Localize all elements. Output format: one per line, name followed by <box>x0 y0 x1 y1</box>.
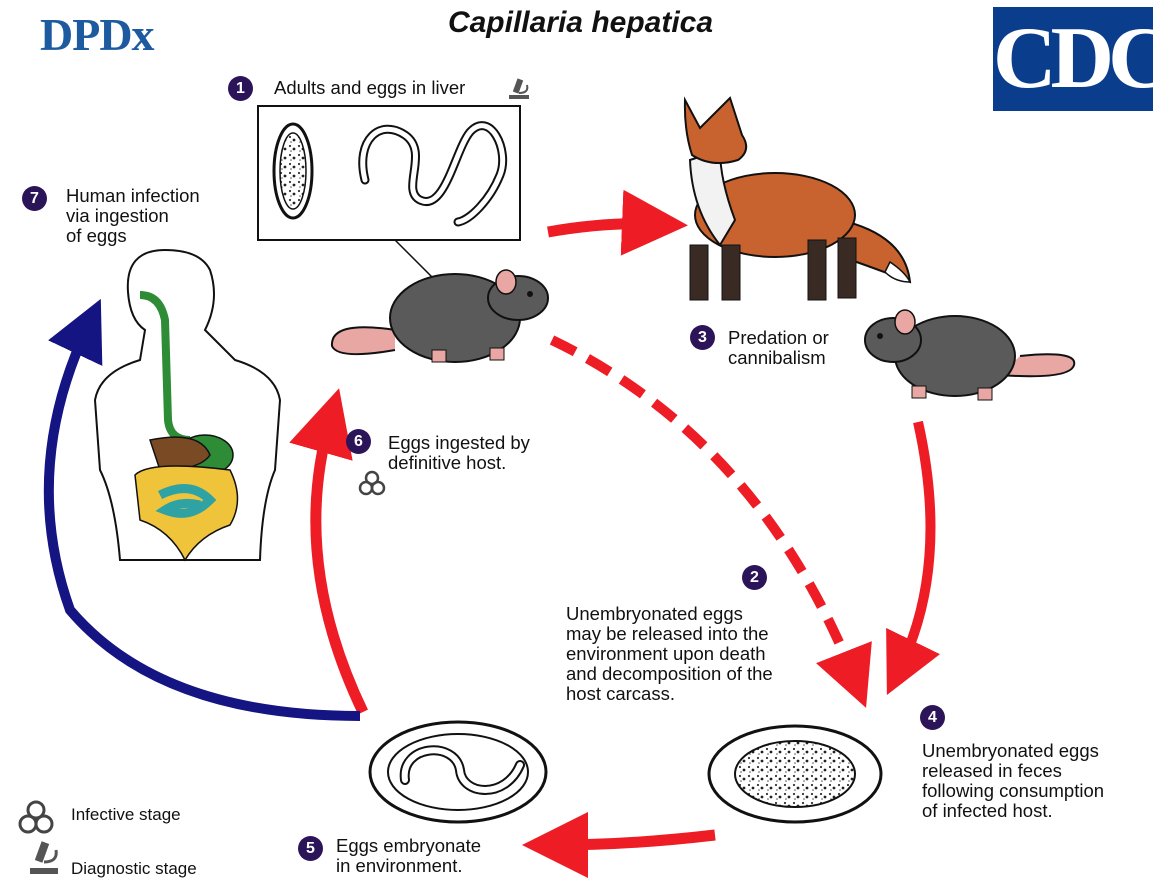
stage-4-label: Unembryonated eggs released in feces fol… <box>922 741 1104 821</box>
stage-7-badge: 7 <box>22 186 47 211</box>
arrow-eggs-to-rat <box>316 420 363 712</box>
stage-1-badge: 1 <box>228 76 253 101</box>
diagram-title: Capillaria hepatica <box>0 6 1161 40</box>
stage-3-label: Predation or cannibalism <box>728 328 829 368</box>
arrow-predation-to-feces <box>900 422 930 668</box>
stage-5-badge: 5 <box>298 836 323 861</box>
stage-6-badge: 6 <box>346 429 371 454</box>
biohazard-icon <box>20 802 52 832</box>
stage-4-badge: 4 <box>920 705 945 730</box>
rat-predation <box>865 310 1074 400</box>
stage-5-label: Eggs embryonate in environment. <box>336 836 481 876</box>
human-host <box>95 250 280 560</box>
legend-infective-label: Infective stage <box>71 805 181 825</box>
arrow-feces-to-embryonation <box>555 835 715 845</box>
embryonated-egg <box>370 722 546 822</box>
stage-6-label: Eggs ingested by definitive host. <box>388 433 530 473</box>
diagnostic-stage-icon <box>509 78 529 99</box>
cdc-logo: CDC <box>993 7 1153 111</box>
adult-worm-and-egg-panel <box>258 106 520 300</box>
infective-stage-icon <box>360 472 384 494</box>
arrow-rat-to-fox <box>548 224 655 232</box>
stage-2-badge: 2 <box>742 565 767 590</box>
stage-7-label: Human infection via ingestion of eggs <box>66 186 200 246</box>
stage-2-label: Unembryonated eggs may be released into … <box>566 604 773 704</box>
stage-1-label: Adults and eggs in liver <box>274 78 465 98</box>
legend-diagnostic-label: Diagnostic stage <box>71 859 197 879</box>
fox-predator <box>685 98 910 300</box>
microscope-icon <box>30 841 58 874</box>
rat-definitive-host <box>332 270 548 362</box>
stage-3-badge: 3 <box>690 325 715 350</box>
unembryonated-egg <box>709 726 881 822</box>
